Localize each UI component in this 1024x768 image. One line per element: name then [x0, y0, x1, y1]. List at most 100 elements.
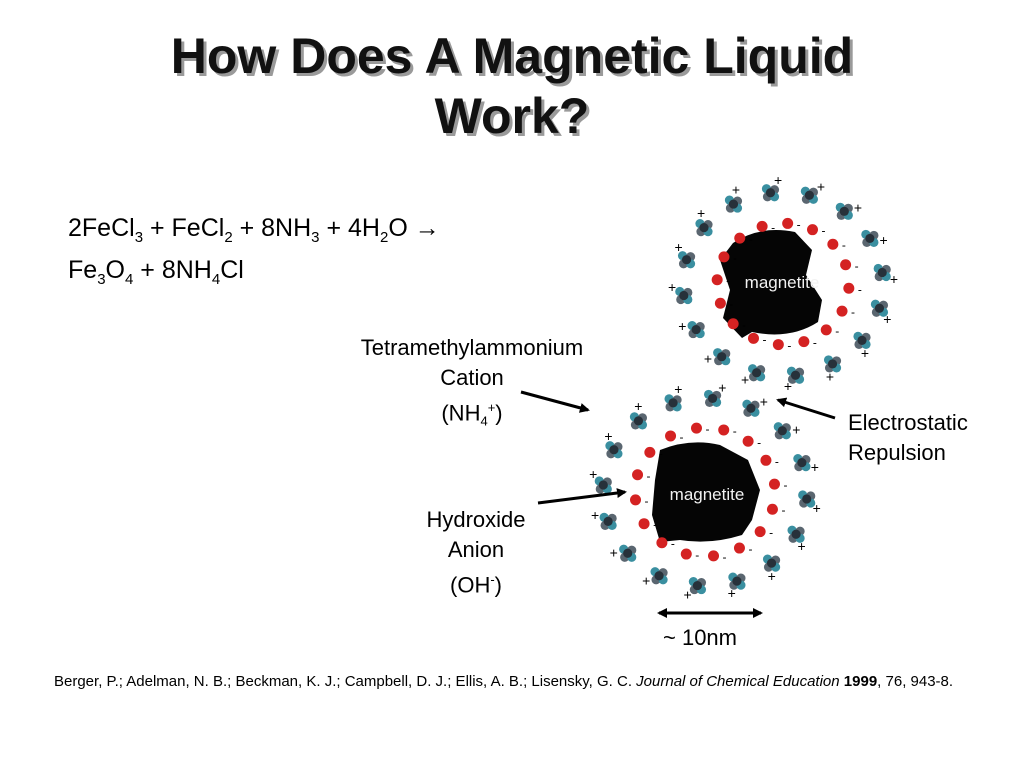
- tetramethylammonium-cation: [773, 422, 791, 440]
- positive-charge: +: [741, 372, 749, 388]
- positive-charge: +: [634, 398, 642, 414]
- negative-charge: -: [680, 430, 684, 444]
- positive-charge: +: [792, 422, 800, 438]
- hydroxide-anion: [754, 526, 766, 538]
- hydroxide-anion: [782, 217, 794, 229]
- citation-year: 1999: [843, 673, 878, 690]
- tetramethylammonium-cation: [688, 576, 707, 595]
- magnetite-core-top: [720, 230, 822, 338]
- negative-charge: -: [855, 259, 859, 273]
- hydroxide-anion: [820, 324, 832, 336]
- negative-charge: -: [647, 469, 651, 483]
- positive-charge: +: [668, 279, 676, 295]
- scale-label: ~ 10nm: [663, 625, 737, 650]
- hydroxide-anion: [718, 251, 730, 263]
- positive-charge: +: [768, 568, 776, 584]
- hydroxide-anion: [680, 548, 692, 560]
- positive-charge: +: [591, 507, 599, 523]
- title-line-2: Work?: [434, 88, 590, 144]
- hydroxide-anion: [718, 424, 730, 436]
- hydroxide-anion: [768, 478, 780, 490]
- positive-charge: +: [718, 379, 726, 395]
- tetramethylammonium-cation: [650, 567, 668, 585]
- tetramethylammonium-cation: [800, 186, 818, 204]
- hydroxide-anion: [807, 224, 819, 236]
- negative-charge: -: [695, 548, 699, 562]
- positive-charge: +: [854, 199, 862, 215]
- negative-charge: -: [858, 282, 862, 296]
- negative-charge: -: [762, 332, 766, 346]
- citation-journal: Journal of Chemical Education: [636, 673, 840, 690]
- hydroxide-anion: [644, 446, 656, 458]
- positive-charge: +: [784, 378, 792, 394]
- negative-charge: -: [645, 494, 649, 508]
- negative-charge: -: [653, 518, 657, 532]
- tetramethylammonium-cation: [853, 331, 871, 349]
- tetramethylammonium-cation: [703, 389, 722, 408]
- slide-title: How Does A Magnetic Liquid Work?: [0, 26, 1024, 146]
- hydroxide-anion: [638, 518, 650, 530]
- negative-charge: -: [723, 550, 727, 564]
- tetramethylammonium-cation: [835, 202, 853, 220]
- negative-charge: -: [733, 251, 737, 265]
- negative-charge: -: [748, 542, 752, 556]
- negative-charge: -: [733, 424, 737, 438]
- negative-charge: -: [842, 238, 846, 252]
- negative-charge: -: [729, 297, 733, 311]
- positive-charge: +: [817, 178, 825, 194]
- hydroxide-anion: [711, 274, 723, 286]
- anion-pointer-arrow: [537, 488, 627, 505]
- positive-charge: +: [813, 500, 821, 516]
- positive-charge: +: [610, 544, 618, 560]
- tetramethylammonium-cation: [605, 441, 623, 459]
- particle-top: magnetite -+-+-+-+-+-+-+-+-+-+-+-+-+-+-+…: [668, 172, 898, 394]
- positive-charge: +: [604, 428, 612, 444]
- positive-charge: +: [675, 239, 683, 255]
- hydroxide-anion: [742, 435, 754, 447]
- hydroxide-anion: [630, 494, 642, 506]
- positive-charge: +: [883, 311, 891, 327]
- equation-line-2: Fe3O4 + 8NH4Cl: [68, 256, 244, 288]
- positive-charge: +: [642, 572, 650, 588]
- tetramethylammonium-cation: [629, 412, 648, 430]
- negative-charge: -: [749, 232, 753, 246]
- positive-charge: +: [861, 345, 869, 361]
- tetramethylammonium-cation: [728, 572, 746, 590]
- repulsion-pointer-arrow: [776, 397, 836, 420]
- title-line-1: How Does A Magnetic Liquid: [170, 28, 854, 84]
- hydroxide-anion: [733, 542, 745, 554]
- tetramethylammonium-cation: [793, 454, 811, 472]
- negative-charge: -: [851, 305, 855, 319]
- repulsion-label: Electrostatic Repulsion: [848, 410, 968, 465]
- negative-charge: -: [705, 422, 709, 436]
- anion-label: Hydroxide Anion (OH-): [426, 507, 526, 598]
- hydroxide-anion: [756, 220, 768, 232]
- positive-charge: +: [697, 205, 705, 221]
- hydroxide-anion: [840, 259, 852, 271]
- positive-charge: +: [811, 459, 819, 475]
- positive-charge: +: [760, 394, 768, 410]
- equation-line-1: 2FeCl3 + FeCl2 + 8NH3 + 4H2O →: [68, 214, 440, 246]
- positive-charge: +: [826, 369, 834, 385]
- hydroxide-anion: [827, 238, 839, 250]
- tetramethylammonium-cation: [619, 544, 637, 562]
- tetramethylammonium-cation: [787, 525, 805, 543]
- positive-charge: +: [728, 585, 736, 601]
- hydroxide-anion: [632, 469, 644, 481]
- negative-charge: -: [797, 217, 801, 231]
- negative-charge: -: [757, 435, 761, 449]
- ion-shell-bottom: -+-+-+-+-+-+-+-+-+-+-+-+-+-+-+-+: [589, 379, 821, 602]
- tetramethylammonium-cation: [823, 355, 842, 373]
- negative-charge: -: [726, 274, 730, 288]
- magnetite-label-top: magnetite: [745, 273, 820, 292]
- hydroxide-anion: [734, 232, 746, 244]
- negative-charge: -: [787, 339, 791, 353]
- negative-charge: -: [835, 324, 839, 338]
- tetramethylammonium-cation: [599, 512, 617, 530]
- hydroxide-anion: [708, 550, 720, 562]
- positive-charge: +: [684, 587, 692, 603]
- tetramethylammonium-cation: [748, 364, 766, 382]
- hydroxide-anion: [836, 305, 848, 317]
- positive-charge: +: [774, 172, 782, 188]
